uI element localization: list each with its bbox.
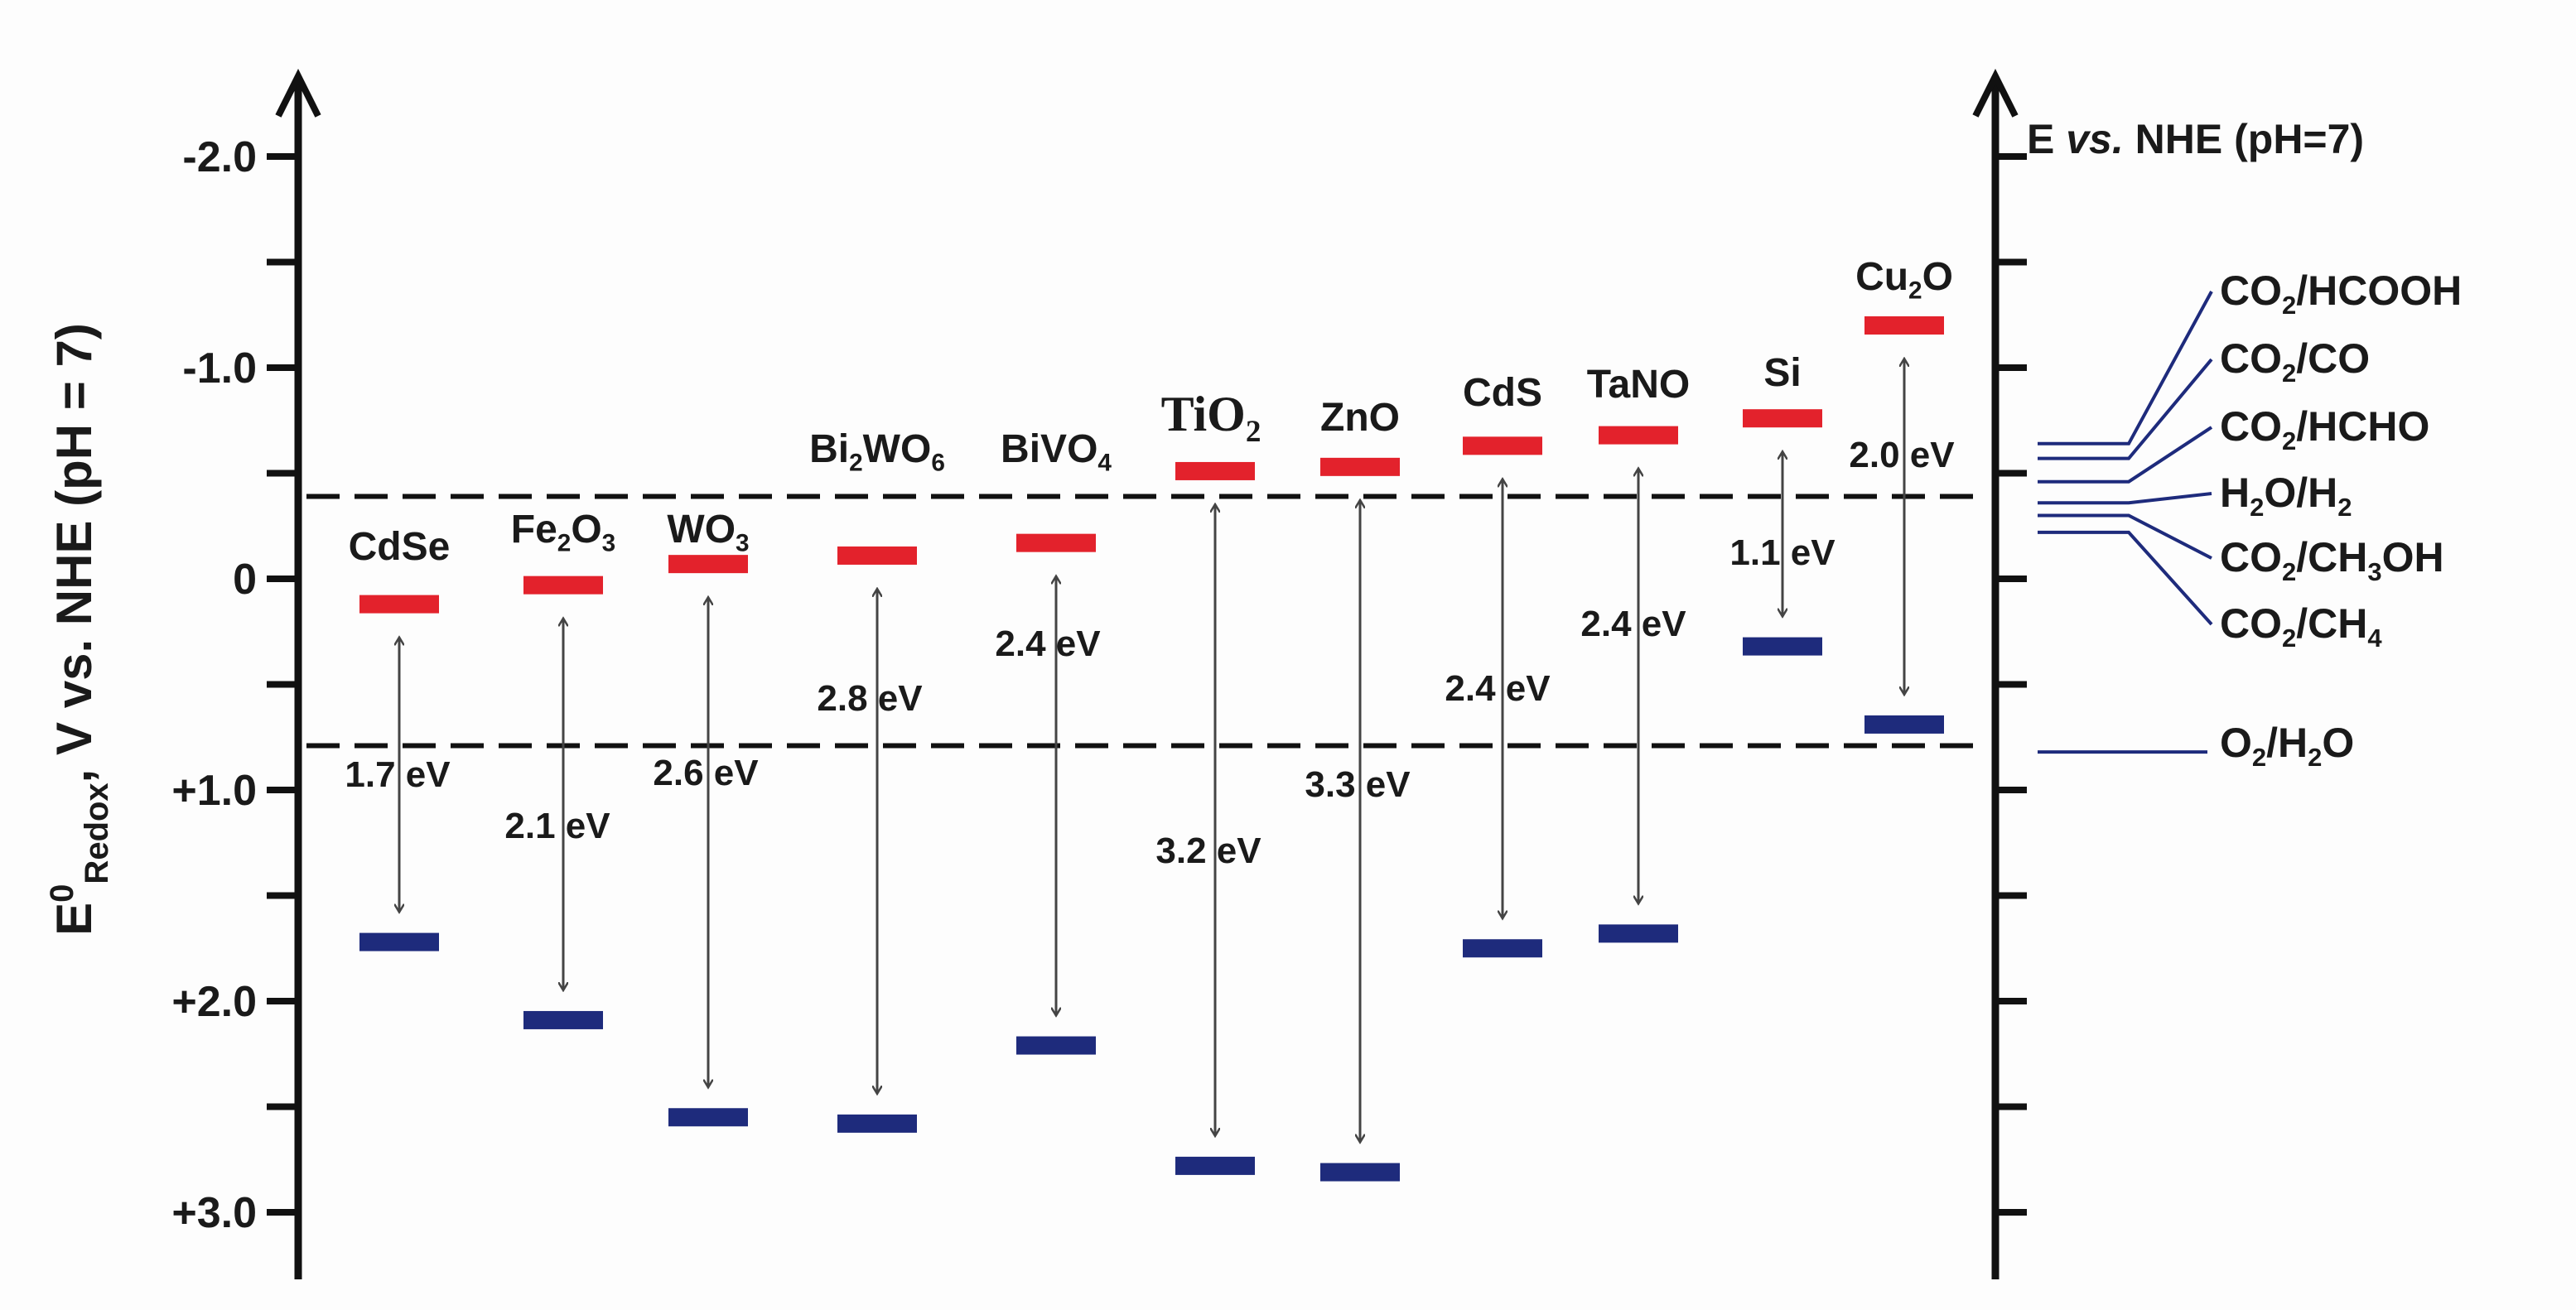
material-label: Cu2O [1855,255,1953,305]
band-gap-label: 1.1 eV [1729,532,1836,573]
valence-band-bar [1320,1163,1400,1182]
material-zno: 3.3 eV [1305,457,1411,1182]
band-gap-label: 2.1 eV [504,806,610,846]
y-tick-label: +2.0 [171,978,257,1026]
redox-couple-label: H2O/H2 [2220,470,2352,522]
y-tick-label: -2.0 [182,133,257,181]
valence-band-bar [1463,939,1542,958]
redox-couple-h2o-h2 [2038,492,2212,505]
redox-couple-label: CO2/CH3OH [2220,534,2444,586]
material-bi2wo6: 2.8 eV [817,546,923,1133]
conduction-band-bar [837,546,917,565]
redox-couple-label: O2/H2O [2220,720,2354,772]
y-tick-label: +1.0 [171,767,257,815]
redox-couple-co2-ch4 [2038,530,2213,626]
conduction-band-bar [1463,436,1542,455]
redox-couple-label: CO2/HCOOH [2220,267,2462,320]
left-axis-arrow-icon [275,69,321,118]
band-gap-label: 2.4 eV [1445,668,1551,709]
redox-couple-label: CO2/CH4 [2220,600,2382,653]
material-tio2: 3.2 eV [1155,461,1261,1175]
redox-level-line [2038,513,2212,560]
valence-band-bar [359,932,439,951]
conduction-band-bar [668,555,748,574]
band-gap-label: 2.4 eV [995,624,1101,664]
valence-band-bar [1016,1036,1096,1055]
redox-couple-co2-hcooh [2038,291,2213,445]
valence-band-bar [1743,637,1822,656]
band-gap-label: 2.6 eV [653,753,759,793]
material-tano: 2.4 eV [1580,426,1686,943]
band-gap-label: 2.0 eV [1849,435,1955,475]
redox-level-line [2038,426,2213,484]
conduction-band-bar [1175,461,1255,480]
redox-level-line [2038,492,2212,505]
y-tick-label: 0 [233,556,257,604]
material-label: TaNO [1587,363,1690,407]
material-label: ZnO [1320,396,1400,440]
valence-band-bar [1599,924,1678,943]
right-axis-title: E vs. NHE (pH=7) [2027,116,2364,162]
valence-band-bar [1864,715,1944,734]
material-label: Bi2WO6 [809,427,945,477]
band-gap-label: 1.7 eV [345,754,451,795]
redox-couple-co2-ch3oh [2038,513,2212,560]
valence-band-bar [837,1114,917,1133]
y-tick-label: -1.0 [182,344,257,393]
material-label: TiO2 [1161,387,1261,449]
material-label: Fe2O3 [511,508,615,557]
band-gap-label: 3.3 eV [1305,764,1411,805]
material-label: Si [1763,351,1801,395]
redox-couple-label: CO2/CO [2220,335,2370,388]
conduction-band-bar [1864,316,1944,335]
material-label: WO3 [667,508,749,557]
conduction-band-bar [1320,457,1400,476]
conduction-band-bar [1743,409,1822,428]
y-tick-label: +3.0 [171,1189,257,1237]
redox-level-line [2038,358,2213,460]
conduction-band-bar [1016,533,1096,552]
redox-couple-label: CO2/HCHO [2220,403,2429,455]
material-cds: 2.4 eV [1445,436,1551,958]
material-cu2o: 2.0 eV [1849,316,1955,734]
y-axis-label: E0Redox, V vs. NHE (pH = 7) [44,323,115,936]
valence-band-bar [668,1108,748,1127]
conduction-band-bar [359,595,439,614]
right-axis-arrow-icon [1972,69,2019,118]
material-si: 1.1 eV [1729,409,1836,656]
valence-band-bar [523,1010,603,1029]
band-gap-label: 3.2 eV [1155,831,1261,871]
band-gap-label: 2.8 eV [817,678,923,719]
conduction-band-bar [523,576,603,595]
band-gap-label: 2.4 eV [1580,604,1686,644]
material-label: BiVO4 [1001,427,1112,477]
valence-band-bar [1175,1156,1255,1175]
redox-couple-co2-co [2038,358,2213,460]
material-wo3: 2.6 eV [653,555,759,1127]
redox-couple-co2-hcho [2038,426,2213,484]
conduction-band-bar [1599,426,1678,445]
material-bivo4: 2.4 eV [995,533,1101,1055]
material-cdse: 1.7 eV [345,595,451,951]
material-fe2o3: 2.1 eV [504,576,610,1029]
material-label: CdS [1463,371,1542,415]
material-label: CdSe [349,525,451,569]
redox-level-line [2038,291,2213,445]
redox-level-line [2038,530,2213,626]
